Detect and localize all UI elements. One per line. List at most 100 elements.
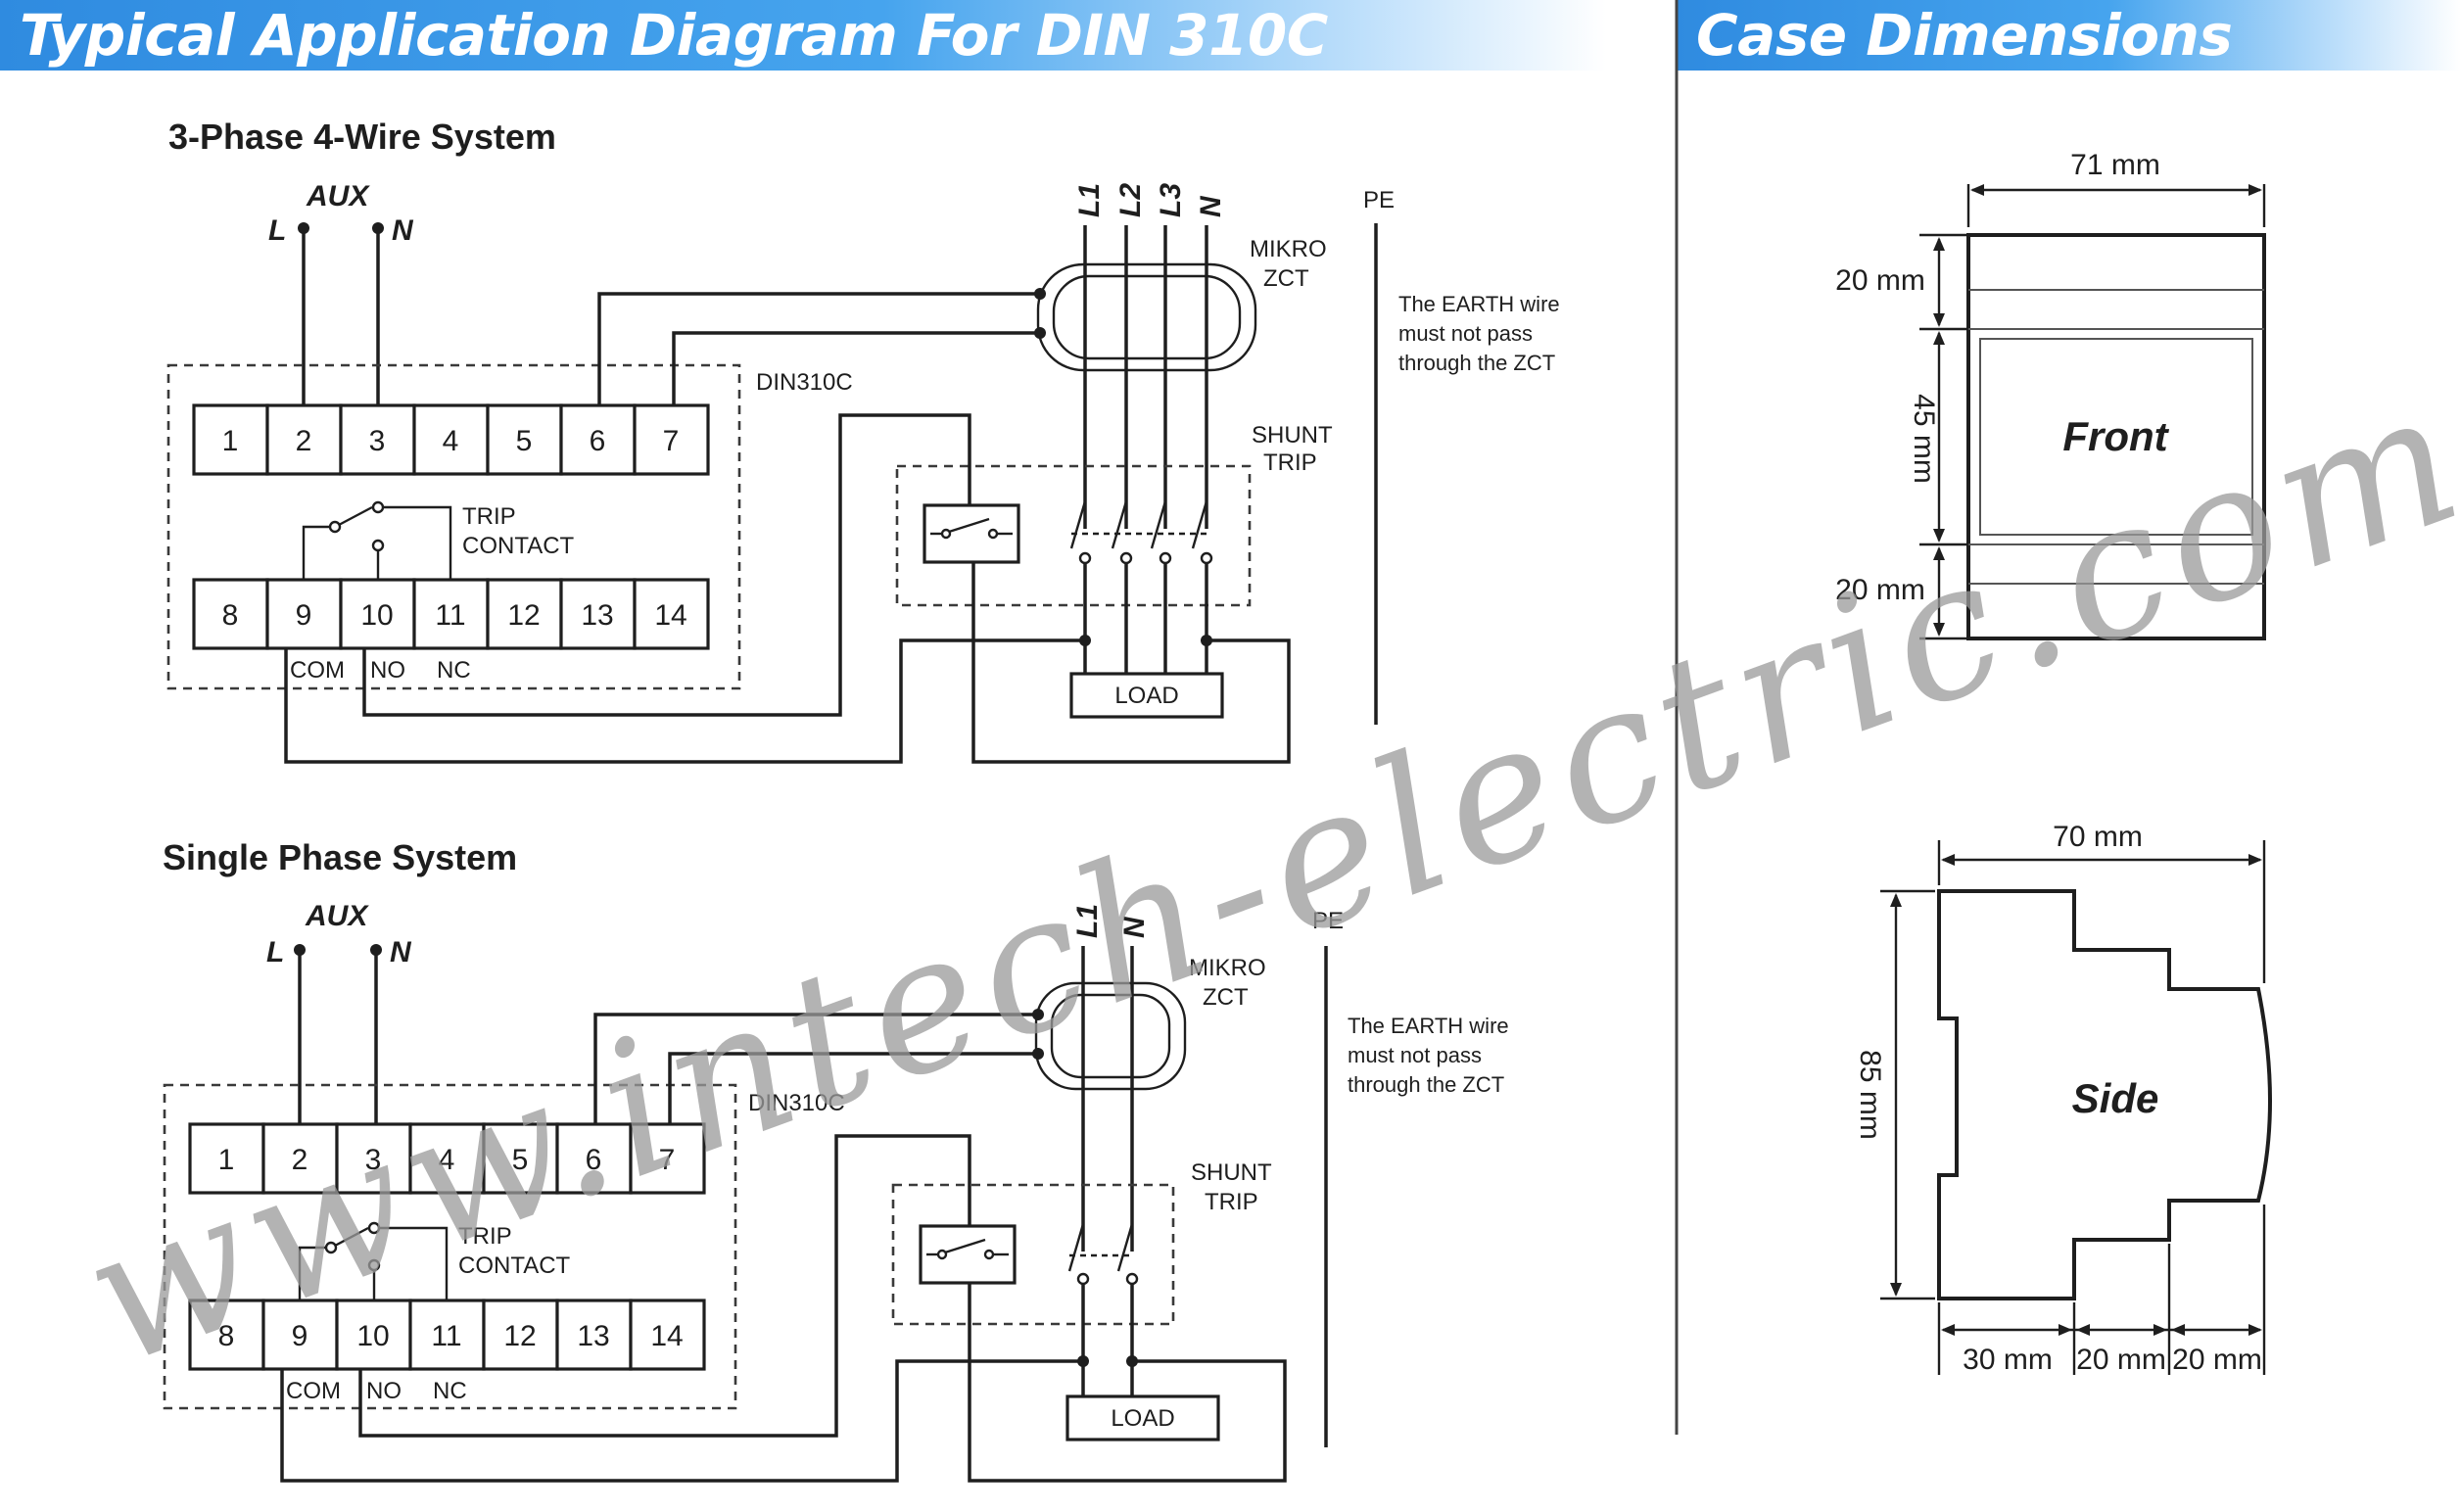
line-label: L1 <box>1071 904 1104 938</box>
terminal-cell <box>192 578 269 650</box>
zct-label: MIKRO <box>1250 236 1327 262</box>
side-view: Side 70 mm 85 mm 30 mm 20 mm 20 mm <box>1854 821 2272 1376</box>
terminal-number: 13 <box>577 1320 609 1352</box>
terminal-number: 4 <box>439 1144 455 1176</box>
line-label: L1 <box>1073 183 1106 217</box>
terminal-number: 9 <box>296 599 312 632</box>
shunt-trip-enclosure <box>895 464 1252 607</box>
zct-core-inner <box>1050 993 1171 1079</box>
terminal-cell <box>188 1299 265 1371</box>
terminal-number: 4 <box>443 425 459 457</box>
line-label: N <box>1195 195 1227 217</box>
earth-note: The EARTH wire <box>1348 1014 1509 1038</box>
bottom-terminal-row: 8 9 10 11 12 13 14 <box>188 1299 706 1371</box>
shunt-label: SHUNT <box>1191 1159 1272 1186</box>
aux-l-label: L <box>266 936 284 969</box>
earth-note: through the ZCT <box>1348 1072 1504 1097</box>
earth-note: through the ZCT <box>1398 351 1555 375</box>
earth-note: must not pass <box>1348 1043 1482 1067</box>
breaker-contacts <box>1067 1223 1139 1286</box>
load-box <box>1069 672 1224 719</box>
load-label: LOAD <box>1114 683 1178 709</box>
bottom-terminal-row: 8 9 10 11 12 13 14 <box>192 578 710 650</box>
aux-n-label: N <box>392 214 414 247</box>
terminal-cell <box>633 578 710 650</box>
terminal-cell <box>555 1122 633 1195</box>
side-seg-dim: 30 mm <box>1963 1344 2053 1376</box>
single-phase-diagram: Single Phase System AUX L N DIN310C 1 2 … <box>163 837 1509 1483</box>
shunt-return-wire <box>968 1283 1287 1483</box>
terminal-cell <box>265 403 343 476</box>
terminal-cell <box>629 1299 706 1371</box>
front-bottom-dim: 20 mm <box>1835 574 1925 606</box>
junction-dot <box>1034 327 1046 339</box>
zct-wire-7 <box>672 331 1040 405</box>
side-seg-dim: 20 mm <box>2172 1344 2262 1376</box>
front-mid-dim: 45 mm <box>1908 394 1940 484</box>
front-top-dim: 20 mm <box>1835 264 1925 297</box>
nc-label: NC <box>433 1378 467 1404</box>
line-label: L3 <box>1155 183 1187 217</box>
earth-note: The EARTH wire <box>1398 292 1560 316</box>
terminal-number: 3 <box>365 1144 382 1176</box>
terminal-cell <box>633 403 710 476</box>
shunt-label: TRIP <box>1263 449 1317 476</box>
com-label: COM <box>286 1378 341 1404</box>
terminal-number: 1 <box>218 1144 235 1176</box>
device-label: DIN310C <box>748 1090 845 1116</box>
junction-dot <box>1032 1048 1044 1060</box>
diagram-section-title: Typical Application Diagram For DIN 310C <box>20 2 1328 69</box>
no-label: NO <box>366 1378 402 1404</box>
shunt-switch-symbol <box>926 1238 1009 1260</box>
zct-label: ZCT <box>1263 265 1309 292</box>
terminal-cell <box>555 1299 633 1371</box>
terminal-cell <box>335 1299 412 1371</box>
terminal-number: 10 <box>360 599 393 632</box>
zct-wire-7 <box>668 1052 1038 1124</box>
terminal-cell <box>412 578 490 650</box>
zct-label: MIKRO <box>1189 955 1266 981</box>
com-wire <box>284 638 1085 764</box>
pe-label: PE <box>1312 908 1344 934</box>
terminal-number: 11 <box>431 1320 461 1352</box>
contact-label: CONTACT <box>458 1252 571 1279</box>
terminal-cell <box>486 403 563 476</box>
header-bar-left: Typical Application Diagram For DIN 310C <box>0 0 1606 71</box>
pe-label: PE <box>1363 187 1395 213</box>
contact-label: CONTACT <box>462 533 575 559</box>
junction-dot <box>1032 1009 1044 1020</box>
trip-label: TRIP <box>458 1223 512 1250</box>
no-label: NO <box>370 657 405 684</box>
side-outline <box>1937 889 2272 1300</box>
com-wire <box>280 1359 1083 1483</box>
zct-core-inner <box>1052 274 1242 360</box>
shunt-switch-symbol <box>930 517 1013 540</box>
zct-wire-6 <box>593 1013 1038 1124</box>
header-bar-right: Case Dimensions <box>1677 0 2461 71</box>
terminal-number: 13 <box>581 599 613 632</box>
top-terminal-row: 1 2 3 4 5 6 7 <box>188 1122 706 1195</box>
side-label: Side <box>2072 1075 2159 1121</box>
terminal-number: 7 <box>663 425 680 457</box>
load-box <box>1065 1394 1220 1441</box>
terminal-cell <box>339 403 416 476</box>
nc-label: NC <box>437 657 471 684</box>
breaker-contacts <box>1069 500 1213 565</box>
side-height-dim: 85 mm <box>1854 1050 1886 1140</box>
din310c-enclosure <box>163 1083 737 1410</box>
terminal-number: 5 <box>516 425 533 457</box>
terminal-number: 9 <box>292 1320 308 1352</box>
terminal-cell <box>339 578 416 650</box>
zct-wire-6 <box>597 292 1040 405</box>
terminal-number: 2 <box>296 425 312 457</box>
case-section-title: Case Dimensions <box>1696 2 2233 69</box>
terminal-number: 6 <box>586 1144 602 1176</box>
terminal-number: 5 <box>512 1144 529 1176</box>
trip-label: TRIP <box>462 503 516 530</box>
trip-contact: TRIP CONTACT <box>298 1221 571 1300</box>
front-width-dim: 71 mm <box>2070 149 2160 181</box>
aux-l-label: L <box>268 214 286 247</box>
line-label: L2 <box>1114 183 1147 217</box>
terminal-number: 2 <box>292 1144 308 1176</box>
